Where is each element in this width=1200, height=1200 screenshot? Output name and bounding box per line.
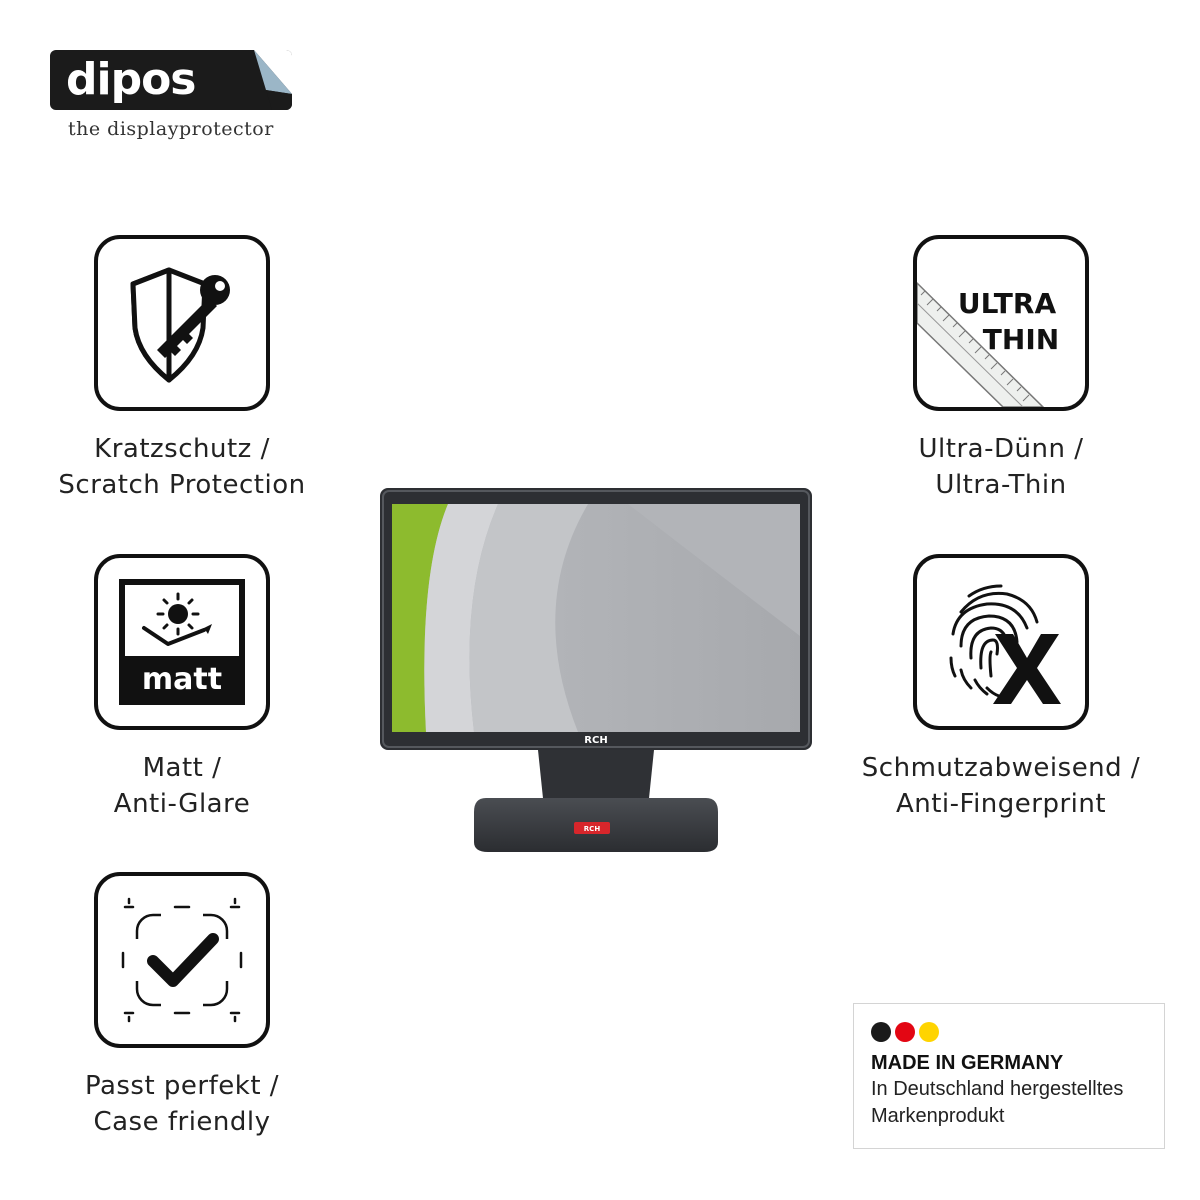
feature-label: Kratzschutz / Scratch Protection: [58, 434, 306, 500]
feature-label: Schmutzabweisend / Anti-Fingerprint: [861, 753, 1141, 819]
bezel-brand: RCH: [584, 735, 607, 746]
flag-dot-gold: [919, 1022, 939, 1042]
monitor-stand: [538, 750, 654, 808]
logo-tagline: the displayprotector: [68, 118, 274, 140]
feature-icon-box: matt: [94, 554, 270, 730]
made-in-title: MADE IN GERMANY: [871, 1052, 1064, 1074]
feature-icon-box: [913, 554, 1089, 730]
feature-icon-box: [94, 872, 270, 1048]
flag-dot-black: [871, 1022, 891, 1042]
feature-label: Ultra-Dünn / Ultra-Thin: [918, 434, 1084, 500]
feature-icon-box: ULTRA THIN: [913, 235, 1089, 411]
feature-label: Passt perfekt / Case friendly: [84, 1071, 280, 1137]
feature-label: Matt / Anti-Glare: [113, 753, 251, 819]
feature-icon-box: [94, 235, 270, 411]
flag-dot-red: [895, 1022, 915, 1042]
feature-case-friendly: Passt perfekt / Case friendly: [32, 872, 332, 1140]
monitor-illustration: RCH RCH: [380, 488, 812, 852]
feature-scratch-protection: Kratzschutz / Scratch Protection: [32, 235, 332, 503]
logo-wordmark: dipos: [66, 54, 196, 105]
base-badge: [574, 822, 610, 834]
feature-ultra-thin: ULTRA THIN Ultra-Dünn / Ultra-Thin: [851, 235, 1151, 503]
brand-logo: dipos the displayprotector: [50, 50, 295, 140]
made-in-germany-badge: MADE IN GERMANY In Deutschland hergestel…: [853, 1003, 1165, 1149]
peel-corner-icon: [254, 50, 292, 110]
flag-dots: [871, 1022, 1148, 1042]
thin-icon-text: THIN: [983, 323, 1059, 356]
logo-badge: dipos: [50, 50, 292, 110]
matt-sun-icon: matt: [119, 579, 245, 705]
fingerprint-x-icon: [949, 584, 1061, 704]
ultra-thin-ruler-icon: ULTRA THIN: [917, 281, 1059, 407]
feature-anti-glare: matt Matt / Anti-Glare: [32, 554, 332, 822]
feature-anti-fingerprint: Schmutzabweisend / Anti-Fingerprint: [851, 554, 1151, 822]
checkmark-fit-icon: [121, 897, 243, 1023]
shield-key-icon: [130, 267, 230, 383]
ultra-icon-text: ULTRA: [958, 287, 1057, 320]
made-in-line2: Markenprodukt: [871, 1105, 1005, 1127]
base-badge-text: RCH: [584, 825, 601, 833]
matt-icon-text: matt: [142, 662, 222, 697]
made-in-line1: In Deutschland hergestelltes: [871, 1078, 1124, 1100]
monitor-product: RCH RCH: [378, 486, 814, 872]
